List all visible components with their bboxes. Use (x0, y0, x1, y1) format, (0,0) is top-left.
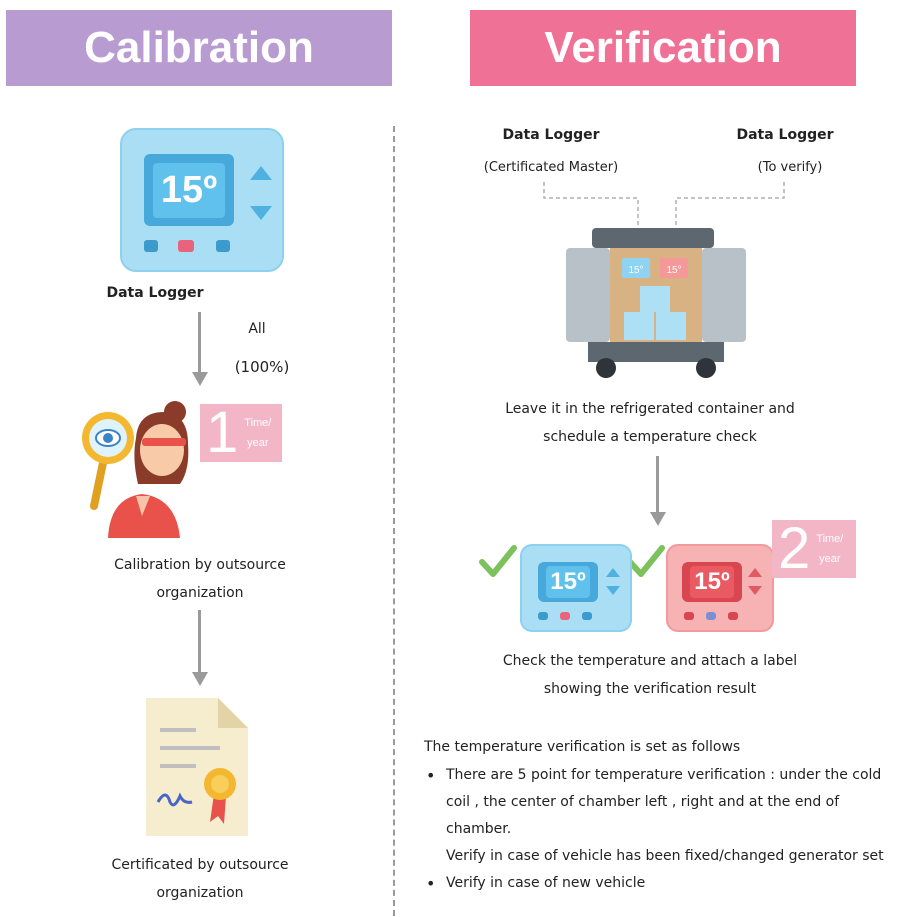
arrow-head (650, 512, 666, 526)
checkmark-icon (479, 545, 517, 577)
master-logger-title: Data Logger (502, 127, 600, 143)
device-reading: 15º (152, 162, 226, 218)
note-point-generator: Verify in case of vehicle has been fixed… (446, 848, 884, 864)
device-reading: 15º (546, 566, 590, 598)
verification-frequency-unit1: Time/ (816, 533, 844, 545)
calibration-banner: Calibration (6, 10, 392, 86)
notes-heading: The temperature verification is set as f… (424, 739, 741, 755)
arrow-head (192, 372, 208, 386)
calibration-title: Calibration (84, 23, 314, 72)
inspector-magnifier-icon (82, 401, 189, 538)
note-new-vehicle: Verify in case of new vehicle (424, 870, 904, 897)
calibration-frequency-unit2: year (247, 437, 269, 449)
verification-notes-list: There are 5 point for temperature verifi… (424, 762, 904, 897)
master-logger-subtitle: (Certificated Master) (483, 160, 619, 175)
thermostat-icon: 15º (120, 128, 284, 272)
note-point-5: There are 5 point for temperature verifi… (424, 762, 904, 843)
truck-container-icon: 15° 15° (566, 228, 746, 378)
calibration-step2-line2: organization (156, 885, 244, 901)
calibration-frequency-number: 1 (206, 400, 239, 465)
scope-percent: (100%) (234, 358, 290, 376)
thermostat-icon: 15º (666, 544, 774, 632)
target-logger-title: Data Logger (736, 127, 834, 143)
calibration-step1-line2: organization (156, 585, 244, 601)
target-logger-subtitle: (To verify) (757, 160, 823, 175)
arrow-shaft (198, 610, 201, 674)
check-caption-line2: showing the verification result (543, 681, 757, 697)
calibration-step1-line1: Calibration by outsource (114, 557, 286, 573)
svg-text:15°: 15° (628, 265, 643, 276)
verification-title: Verification (544, 23, 782, 72)
calibration-frequency-badge: 1 Time/ year (200, 404, 282, 462)
container-caption-line1: Leave it in the refrigerated container a… (505, 401, 795, 417)
arrow-head (192, 672, 208, 686)
verification-frequency-badge: 2 Time/ year (772, 520, 856, 578)
verification-banner: Verification (470, 10, 856, 86)
verification-frequency-number: 2 (778, 516, 811, 581)
verification-frequency-unit2: year (819, 553, 841, 565)
certificate-icon (146, 698, 248, 836)
check-caption-line1: Check the temperature and attach a label (502, 653, 798, 669)
arrow-shaft (656, 456, 659, 514)
calibration-frequency-unit1: Time/ (244, 417, 272, 429)
scope-all: All (248, 321, 266, 337)
device-reading: 15º (690, 566, 734, 598)
checkmark-icon (627, 545, 665, 577)
calibration-step2-line1: Certificated by outsource (111, 857, 289, 873)
svg-text:15°: 15° (666, 265, 681, 276)
container-caption-line2: schedule a temperature check (543, 429, 757, 445)
column-divider (393, 126, 395, 916)
arrow-shaft (198, 312, 201, 374)
calibration-device-label: Data Logger (106, 285, 204, 301)
thermostat-icon: 15º (520, 544, 632, 632)
